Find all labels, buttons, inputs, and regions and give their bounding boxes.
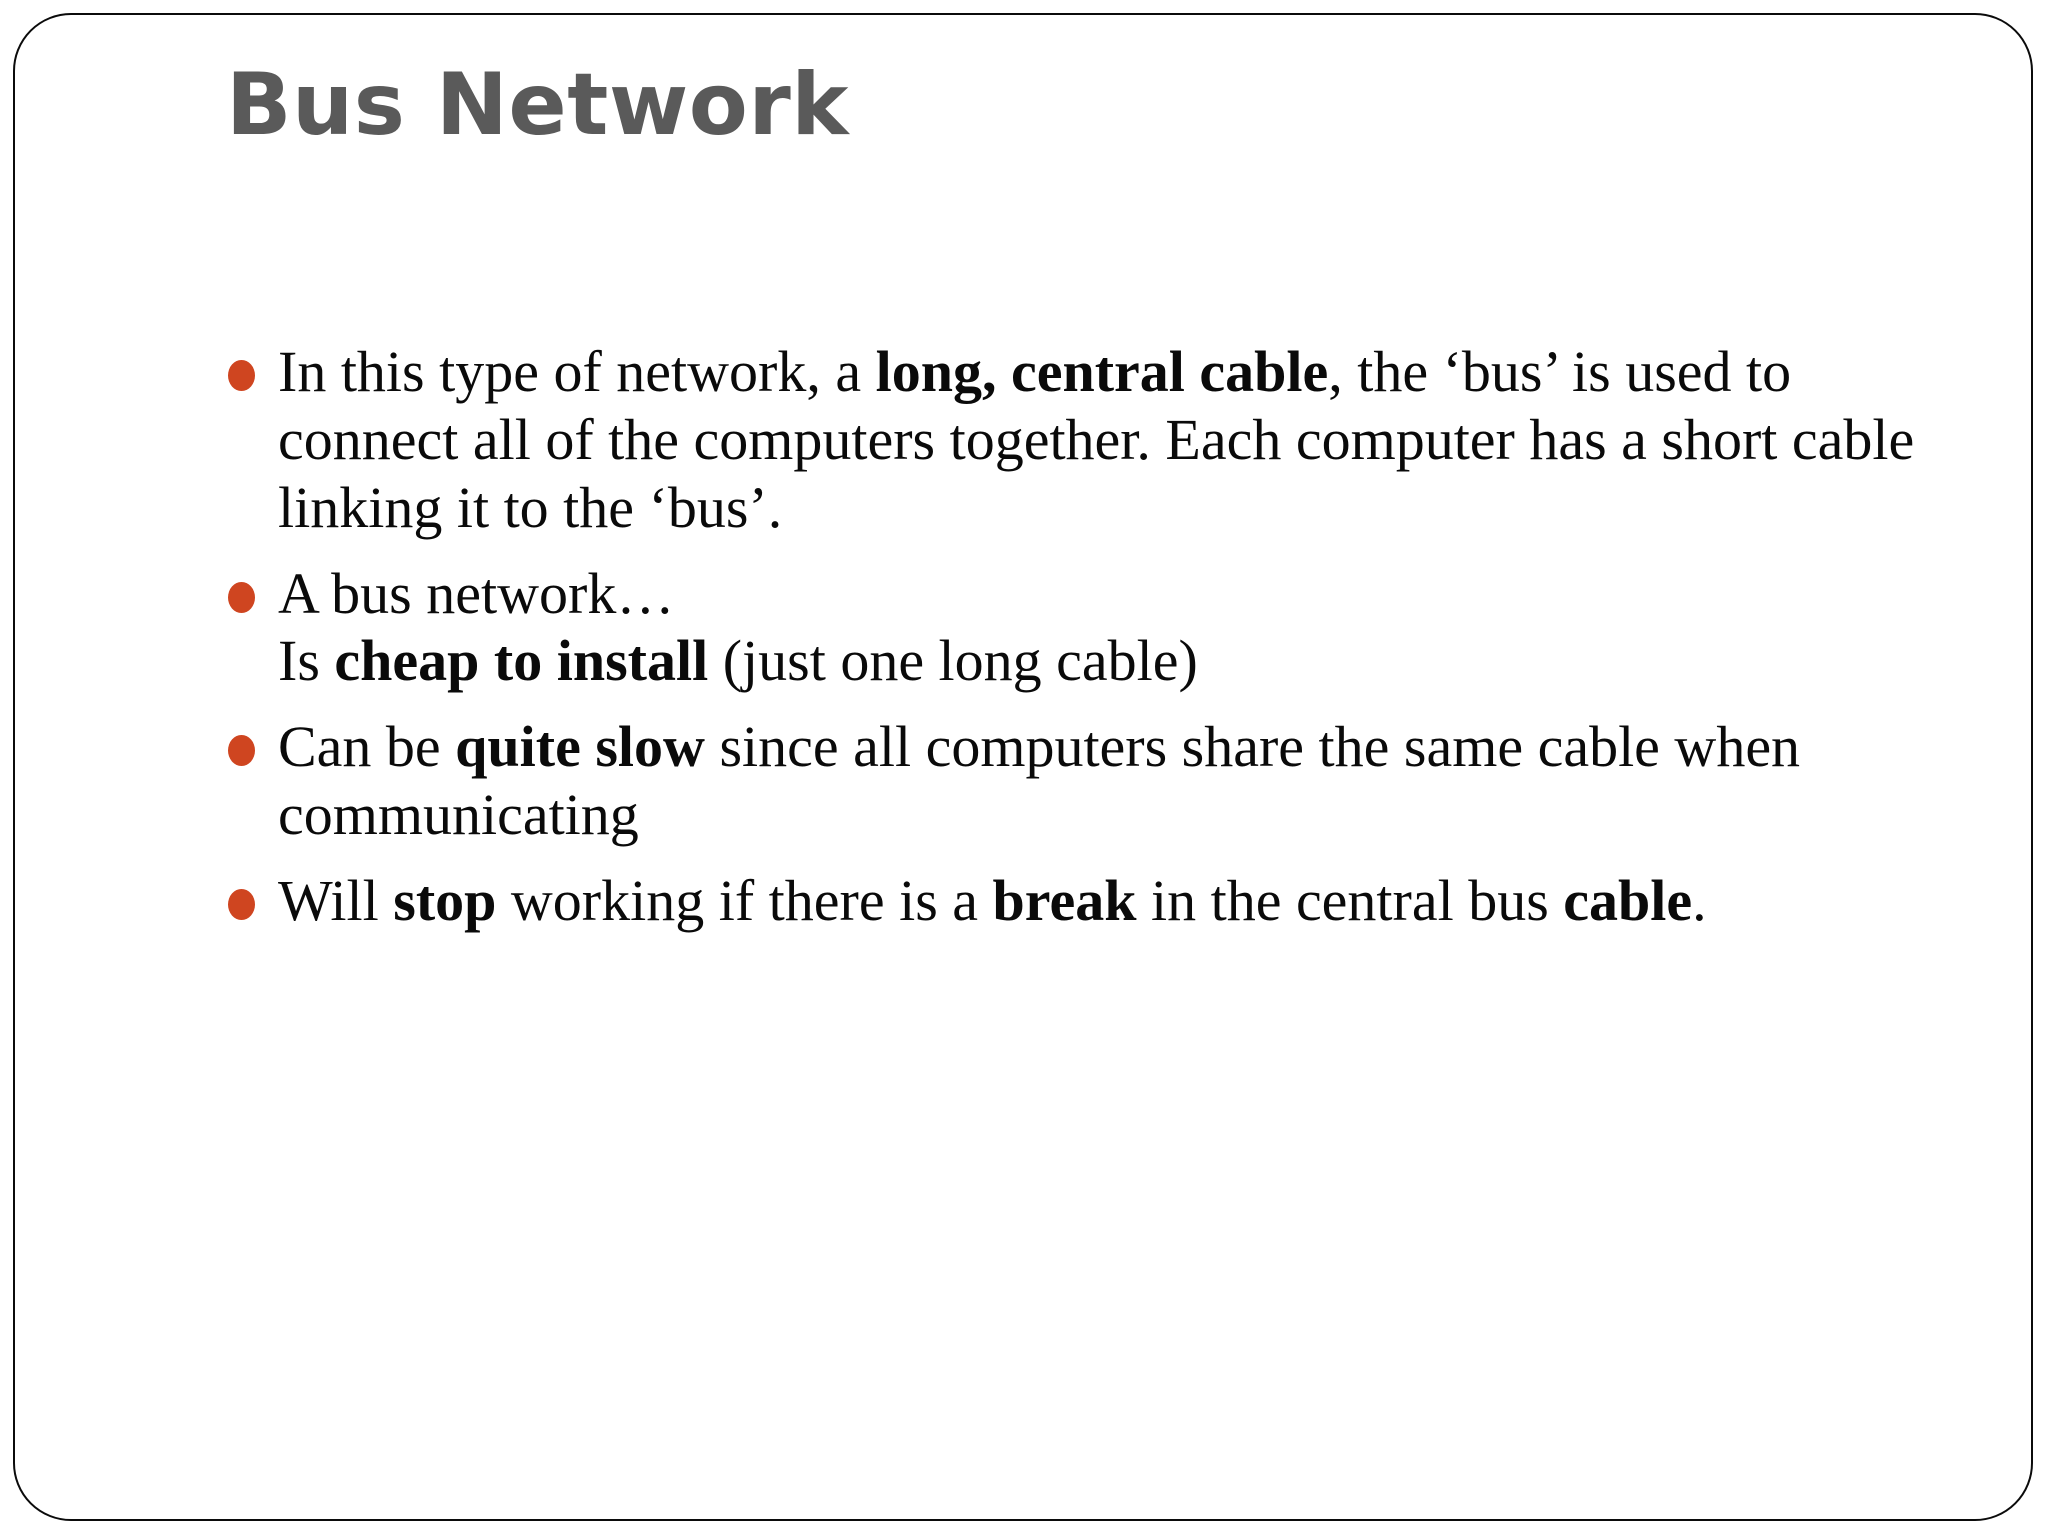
bullet-dot-icon (228, 360, 255, 391)
bullet-list: In this type of network, a long, central… (222, 338, 1922, 953)
bullet-item: A bus network…Is cheap to install (just … (222, 560, 1922, 696)
text-run: Will (278, 868, 394, 934)
bullet-dot-icon (228, 735, 255, 767)
text-run: . (1692, 868, 1707, 934)
emphasis-run: quite slow (455, 714, 705, 780)
text-run: working if there is a (496, 868, 993, 934)
text-run: in the central bus (1136, 868, 1564, 934)
emphasis-run: stop (393, 868, 497, 934)
text-run: Is (278, 628, 335, 694)
bullet-text: Can be quite slow since all computers sh… (278, 713, 1922, 849)
bullet-subline: Is cheap to install (just one long cable… (278, 627, 1922, 695)
page-title: Bus Network (226, 55, 849, 155)
emphasis-run: cable (1563, 868, 1693, 934)
bullet-text: In this type of network, a long, central… (278, 338, 1922, 542)
emphasis-run: long, central cable (875, 339, 1329, 404)
text-run: In this type of network, a (278, 339, 876, 404)
emphasis-run: break (992, 868, 1137, 934)
bullet-item: Will stop working if there is a break in… (222, 867, 1922, 935)
text-run: (just one long cable) (708, 628, 1198, 694)
bullet-text: A bus network… (278, 560, 1922, 628)
bullet-text: Will stop working if there is a break in… (278, 867, 1922, 935)
text-run: , the ‘bus’ is used to connect all of th… (278, 339, 1915, 540)
bullet-dot-icon (228, 889, 255, 921)
text-run: since all computers share the same cable… (278, 714, 1801, 848)
bullet-dot-icon (228, 581, 255, 613)
text-run: Can be (278, 714, 456, 780)
emphasis-run: cheap to install (334, 628, 709, 694)
bullet-item: Can be quite slow since all computers sh… (222, 713, 1922, 849)
bullet-item: In this type of network, a long, central… (222, 338, 1922, 542)
text-run: A bus network… (278, 560, 675, 626)
